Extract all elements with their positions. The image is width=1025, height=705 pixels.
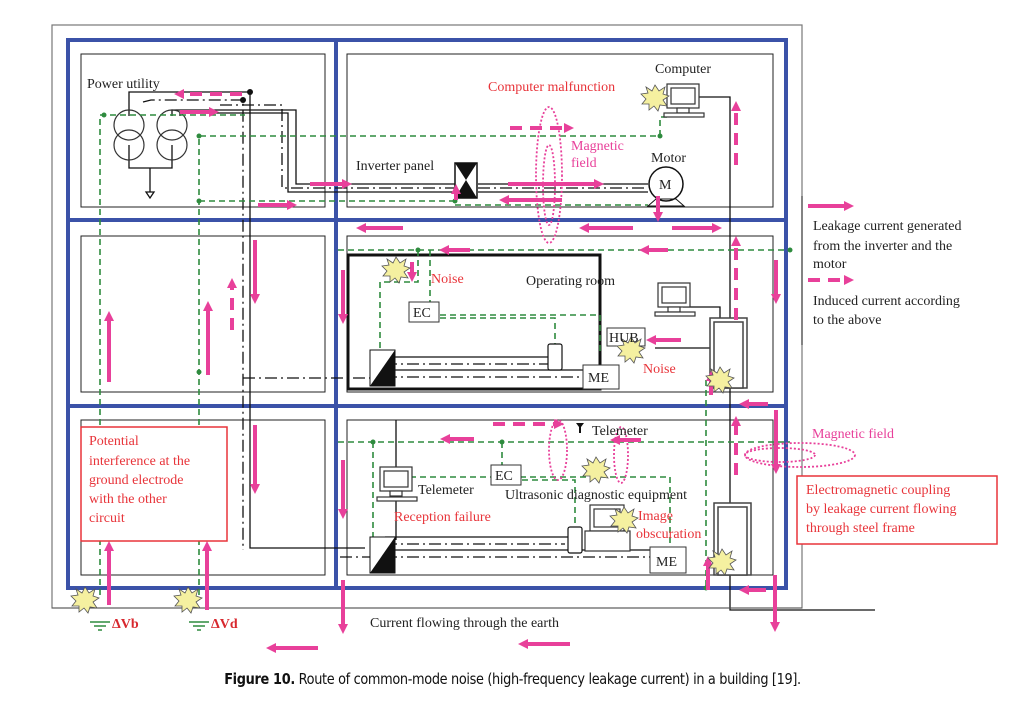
induced-current-arrows — [174, 89, 741, 475]
label-image-obscuration-1: Image — [638, 509, 673, 524]
outlet-icon — [547, 343, 583, 554]
caption-text: Route of common-mode noise (high-frequen… — [294, 670, 802, 688]
telemeter-antenna-icon — [576, 423, 584, 433]
me-box-1 — [582, 364, 620, 390]
distribution-board-icon — [369, 349, 396, 574]
callout-em-line: through steel frame — [806, 521, 915, 536]
potential-interference-callout — [80, 426, 228, 542]
power-lines — [128, 91, 875, 611]
dash-dot-lines — [142, 99, 650, 558]
ec-box-2 — [490, 464, 522, 486]
legend-solid-line: Leakage current generated — [813, 219, 961, 234]
label-noise-2: Noise — [643, 362, 676, 377]
electromagnetic-coupling-callout — [796, 475, 998, 545]
label-motor: Motor — [651, 151, 686, 166]
ec-box-1 — [408, 301, 440, 323]
computer-icon — [663, 83, 705, 118]
legend-dashed-line: Induced current according — [813, 294, 960, 309]
label-hub: HUB — [609, 331, 639, 346]
label-magnetic-field-1: Magnetic — [571, 139, 624, 154]
label-noise-1: Noise — [431, 272, 464, 287]
label-delta-vd: ΔVd — [211, 617, 238, 632]
caption-label: Figure 10. — [224, 670, 295, 688]
room-computer — [346, 53, 774, 208]
label-telemeter-left: Telemeter — [418, 483, 474, 498]
motor-icon — [646, 166, 686, 207]
label-telemeter-top: Telemeter — [592, 424, 648, 439]
callout-potential-line: with the other — [89, 492, 167, 507]
legend-solid-line: motor — [813, 257, 847, 272]
transformer-icon — [113, 109, 188, 161]
label-delta-vb: ΔVb — [112, 617, 139, 632]
telemeter-icon — [376, 466, 418, 502]
label-me-2: ME — [656, 555, 677, 570]
callout-potential-line: ground electrode — [89, 473, 183, 488]
or-computer-icon — [654, 282, 696, 317]
label-computer: Computer — [655, 62, 711, 77]
callout-em-line: by leakage current flowing — [806, 502, 956, 517]
label-image-obscuration-2: obscuration — [636, 527, 701, 542]
label-ec-1: EC — [413, 306, 431, 321]
label-inverter-panel: Inverter panel — [356, 159, 434, 174]
label-earth-current: Current flowing through the earth — [370, 616, 559, 631]
label-reception-failure: Reception failure — [394, 510, 491, 525]
label-magnetic-field-right: Magnetic field — [812, 427, 894, 442]
callout-potential-line: circuit — [89, 511, 125, 526]
callout-potential-line: interference at the — [89, 454, 190, 469]
me-box-2 — [649, 546, 687, 574]
label-ec-2: EC — [495, 469, 513, 484]
room-left-2 — [80, 235, 326, 393]
label-operating-room: Operating room — [526, 274, 615, 289]
callout-em-line: Electromagnetic coupling — [806, 483, 950, 498]
label-power-utility: Power utility — [87, 77, 160, 92]
callout-potential-line: Potential — [89, 434, 139, 449]
room-power — [80, 53, 326, 208]
label-ultrasonic-equipment: Ultrasonic diagnostic equipment — [505, 488, 687, 503]
legend-dashed-line: to the above — [813, 313, 881, 328]
label-motor-symbol: M — [659, 178, 672, 193]
label-me-1: ME — [588, 371, 609, 386]
figure-caption: Figure 10. Route of common-mode noise (h… — [72, 670, 954, 688]
earth-ground-icon — [90, 621, 209, 631]
steel-frame — [66, 38, 788, 590]
label-computer-malfunction: Computer malfunction — [488, 80, 615, 95]
legend-solid-line: from the inverter and the — [813, 239, 952, 254]
label-magnetic-field-2: field — [571, 156, 597, 171]
ground-nodes — [101, 112, 793, 591]
inverter-panel-icon — [454, 162, 478, 199]
leakage-current-arrows — [104, 107, 781, 653]
operating-room — [346, 253, 602, 391]
